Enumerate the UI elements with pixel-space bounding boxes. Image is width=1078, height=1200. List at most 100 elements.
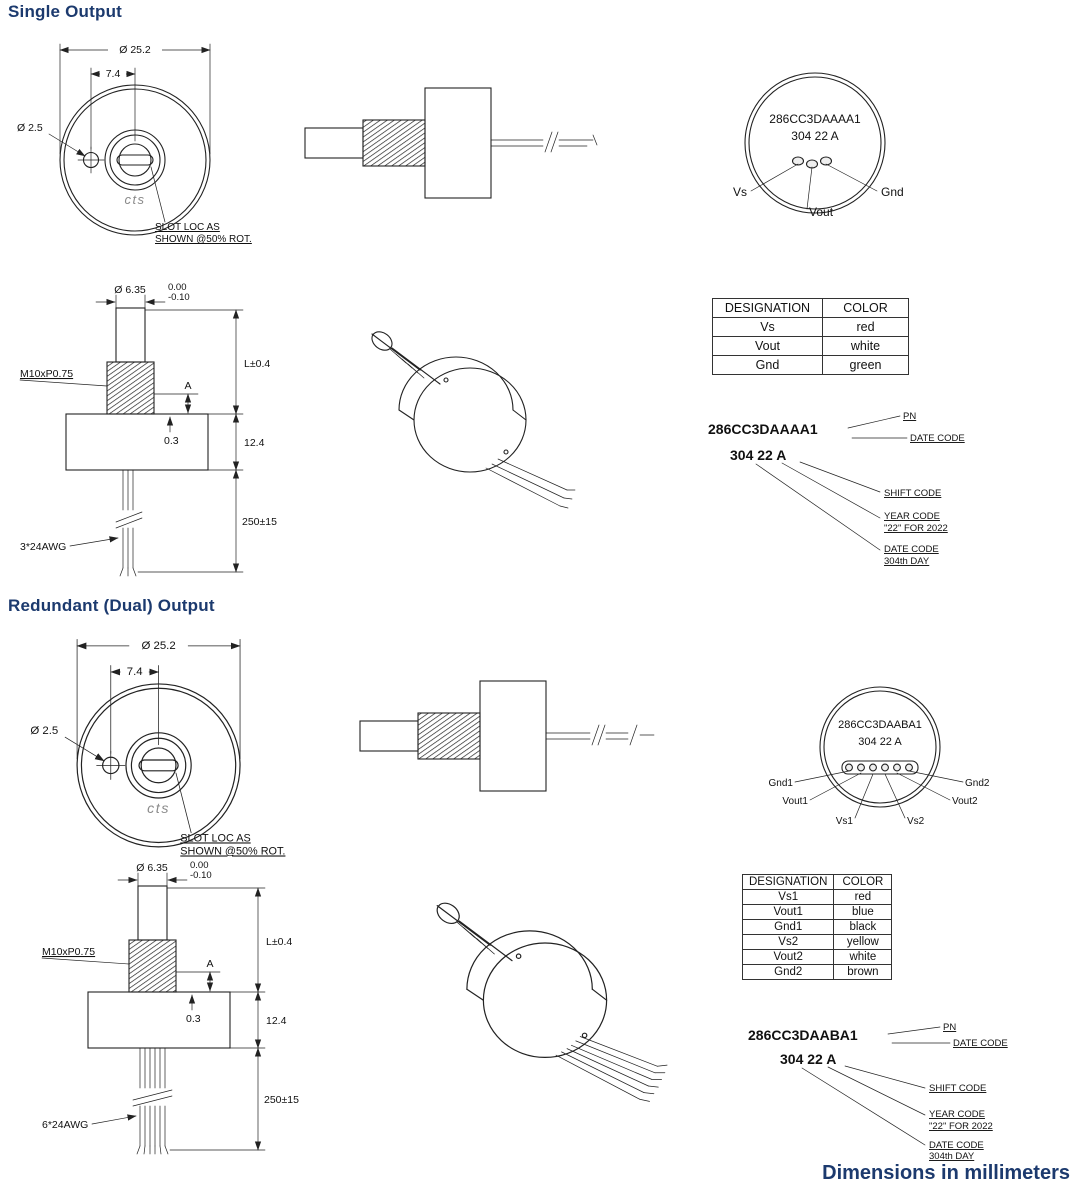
marking-label-date-code: DATE CODE — [953, 1038, 1008, 1049]
pin-label-vs2: Vs2 — [907, 816, 925, 827]
table-header-designation: DESIGNATION — [741, 874, 835, 890]
marking-leader-lines — [755, 415, 908, 551]
wire-gauge-label: 3*24AWG — [20, 541, 66, 553]
cts-logo: cts — [147, 800, 170, 816]
marking-label-year-code-2: "22" FOR 2022 — [884, 523, 948, 534]
dual-front-view-drawing: Ø 25.2 7.4 Ø 2.5 cts SLOT LOC AS SHOWN @… — [30, 636, 285, 857]
side-view-geometry — [304, 87, 598, 199]
tol-upper-label: 0.00 — [190, 860, 209, 871]
back-part-number: 286CC3DAABA1 — [838, 719, 922, 731]
isometric-geometry — [436, 902, 668, 1102]
cts-logo: cts — [124, 192, 145, 207]
isometric-geometry — [371, 331, 576, 509]
dual-marking-legend: 286CC3DAABA1 PN DATE CODE 304 22 A SHIFT… — [748, 1022, 1008, 1162]
section-title-dual: Redundant (Dual) Output — [8, 596, 215, 615]
table-cell: white — [822, 336, 909, 356]
table-header-color: COLOR — [822, 298, 909, 318]
table-cell: Gnd — [712, 355, 823, 375]
table-cell: Gnd2 — [741, 964, 835, 980]
table-cell: Gnd1 — [741, 919, 835, 935]
dim-a-label: A — [184, 380, 191, 392]
table-cell: brown — [833, 964, 893, 980]
dim-outer-diameter-label: Ø 25.2 — [141, 640, 175, 652]
table-cell: blue — [833, 904, 893, 920]
tol-lower-label: -0.10 — [190, 870, 212, 881]
table-cell: yellow — [833, 934, 893, 950]
marking-label-date-code: DATE CODE — [910, 433, 965, 444]
slot-note-line2: SHOWN @50% ROT. — [180, 845, 285, 857]
dim-slot-offset-label: 7.4 — [127, 666, 143, 678]
marking-label-day-code-1: DATE CODE — [929, 1140, 984, 1151]
pin-label-vout1: Vout1 — [782, 796, 808, 807]
marking-label-year-code-2: "22" FOR 2022 — [929, 1121, 993, 1132]
wire-gauge-label: 6*24AWG — [42, 1119, 88, 1131]
single-back-view-drawing: 286CC3DAAAA1 304 22 A Vs Vout Gnd — [733, 72, 904, 219]
pin-label-vout: Vout — [809, 205, 834, 219]
table-cell: Vs2 — [741, 934, 835, 950]
table-header-designation: DESIGNATION — [712, 298, 823, 318]
back-date-code: 304 22 A — [858, 736, 902, 748]
table-header-row: DESIGNATION COLOR — [712, 298, 909, 318]
marking-label-shift-code: SHIFT CODE — [929, 1083, 986, 1094]
dual-dimension-drawing: Ø 6.35 0.00 -0.10 M10xP0.75 A 0.3 L±0.4 … — [41, 860, 299, 1155]
front-view-geometry — [48, 41, 211, 236]
single-dimension-drawing: Ø 6.35 0.00 -0.10 M10xP0.75 A 0.3 L±0.4 … — [19, 282, 277, 577]
tol-upper-label: 0.00 — [168, 282, 187, 293]
dimension-geometry — [41, 872, 266, 1155]
dim-a-label: A — [206, 958, 213, 970]
pin-label-vs: Vs — [733, 185, 747, 199]
marking-label-pn: PN — [903, 411, 916, 422]
table-cell: Vout2 — [741, 949, 835, 965]
table-cell: Vs — [712, 317, 823, 337]
dim-body-height-label: 12.4 — [266, 1015, 287, 1027]
marking-date-code: 304 22 A — [730, 447, 786, 463]
marking-leader-lines — [801, 1026, 951, 1146]
marking-part-number: 286CC3DAABA1 — [748, 1027, 858, 1043]
dual-side-view-drawing — [359, 680, 655, 792]
marking-date-code: 304 22 A — [780, 1051, 836, 1067]
back-view-geometry — [744, 72, 886, 214]
table-cell: black — [833, 919, 893, 935]
single-front-view-drawing: Ø 25.2 7.4 Ø 2.5 cts SLOT LOC AS SHOWN @… — [17, 41, 252, 245]
section-title-single: Single Output — [8, 2, 123, 21]
table-cell: Vout — [712, 336, 823, 356]
dim-wire-length-label: 250±15 — [242, 516, 277, 528]
marking-label-pn: PN — [943, 1022, 956, 1033]
dim-slot-offset-label: 7.4 — [106, 68, 121, 80]
table-cell: Vs1 — [741, 889, 835, 905]
thread-spec-label: M10xP0.75 — [42, 946, 95, 958]
single-marking-legend: 286CC3DAAAA1 PN DATE CODE 304 22 A SHIFT… — [708, 411, 965, 567]
side-view-geometry — [359, 680, 655, 792]
single-side-view-drawing — [304, 87, 598, 199]
marking-label-day-code-2: 304th DAY — [884, 556, 930, 567]
marking-label-year-code-1: YEAR CODE — [884, 511, 940, 522]
front-view-geometry — [64, 636, 241, 848]
dual-back-view-drawing: 286CC3DAABA1 304 22 A Gnd1 Vout1 Vs1 Vs2… — [769, 686, 990, 827]
slot-note-line1: SLOT LOC AS — [180, 832, 250, 844]
dim-length-label: L±0.4 — [266, 936, 292, 948]
marking-part-number: 286CC3DAAAA1 — [708, 421, 818, 437]
table-cell: white — [833, 949, 893, 965]
thread-spec-label: M10xP0.75 — [20, 368, 73, 380]
dim-wire-length-label: 250±15 — [264, 1094, 299, 1106]
dim-step-label: 0.3 — [164, 435, 179, 447]
single-isometric-drawing — [371, 331, 576, 509]
dual-isometric-drawing — [436, 902, 668, 1102]
dim-outer-diameter-label: Ø 25.2 — [119, 44, 151, 56]
table-cell: green — [822, 355, 909, 375]
pin-label-gnd1: Gnd1 — [769, 778, 794, 789]
dim-hole-diameter-label: Ø 2.5 — [17, 122, 43, 134]
back-date-code: 304 22 A — [791, 129, 838, 143]
dim-step-label: 0.3 — [186, 1013, 201, 1025]
marking-label-year-code-1: YEAR CODE — [929, 1109, 985, 1120]
